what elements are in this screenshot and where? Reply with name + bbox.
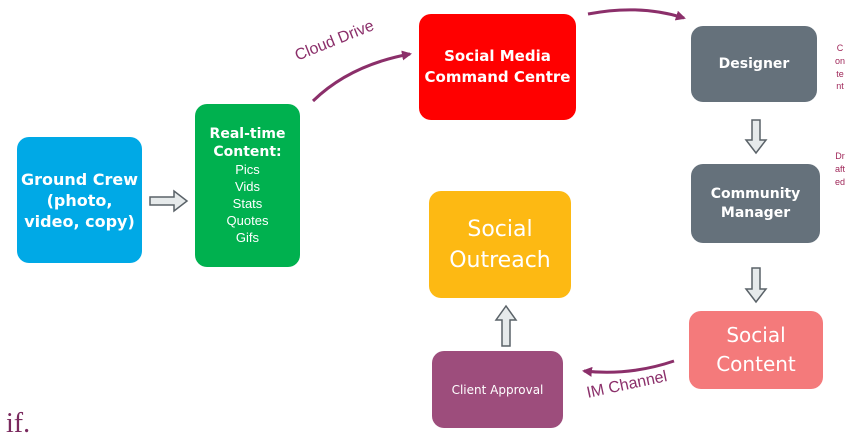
social-outreach-line1: Social bbox=[467, 216, 533, 242]
realtime-line1: Real-time bbox=[209, 126, 286, 142]
social-outreach-line2: Outreach bbox=[449, 247, 551, 273]
designer-node: Designer bbox=[691, 26, 817, 102]
client-approval-label: Client Approval bbox=[451, 382, 544, 397]
command-centre-node: Social Media Command Centre bbox=[419, 14, 576, 120]
list-item: Vids bbox=[234, 179, 261, 194]
command-to-designer-connector bbox=[587, 8, 686, 21]
list-item: Gifs bbox=[235, 230, 260, 245]
community-line2: Manager bbox=[720, 204, 791, 221]
down-block-arrow-icon bbox=[744, 267, 768, 304]
down-block-arrow-icon bbox=[744, 119, 768, 155]
content-drafted-word1: Content bbox=[835, 43, 846, 92]
social-outreach-label: Social Outreach bbox=[449, 214, 551, 276]
list-item: Pics bbox=[235, 162, 260, 177]
ground-crew-node: Ground Crew (photo, video, copy) bbox=[17, 137, 142, 263]
designer-label: Designer bbox=[718, 56, 790, 72]
realtime-content-list: Pics Vids Stats Quotes Gifs bbox=[227, 161, 269, 246]
client-approval-node: Client Approval bbox=[432, 351, 563, 428]
up-block-arrow-icon bbox=[494, 304, 518, 347]
social-content-node: Social Content bbox=[689, 311, 823, 389]
command-line1: Social Media bbox=[444, 47, 551, 65]
community-line1: Community bbox=[710, 185, 801, 202]
realtime-line2: Content: bbox=[213, 144, 282, 160]
social-content-label: Social Content bbox=[716, 321, 796, 379]
realtime-content-node: Real-time Content: Pics Vids Stats Quote… bbox=[195, 104, 300, 267]
social-content-line1: Social bbox=[726, 323, 786, 347]
ground-crew-line3: video, copy) bbox=[24, 211, 135, 231]
list-item: Quotes bbox=[226, 213, 269, 228]
right-block-arrow-icon bbox=[149, 189, 189, 213]
realtime-content-label: Real-time Content: bbox=[210, 125, 286, 161]
social-content-line2: Content bbox=[716, 352, 796, 376]
command-line2: Command Centre bbox=[424, 68, 571, 86]
cloud-drive-connector bbox=[311, 50, 412, 103]
ground-crew-line2: (photo, bbox=[46, 190, 113, 210]
content-drafted-word2: Drafted bbox=[835, 151, 846, 187]
if-logo: if. bbox=[6, 408, 31, 439]
ground-crew-label: Ground Crew (photo, video, copy) bbox=[21, 169, 138, 232]
ground-crew-line1: Ground Crew bbox=[20, 169, 139, 189]
command-centre-label: Social Media Command Centre bbox=[425, 46, 571, 88]
list-item: Stats bbox=[232, 196, 263, 211]
community-manager-node: Community Manager bbox=[691, 164, 820, 243]
im-channel-connector bbox=[582, 359, 675, 377]
community-manager-label: Community Manager bbox=[711, 185, 801, 223]
social-outreach-node: Social Outreach bbox=[429, 191, 571, 298]
